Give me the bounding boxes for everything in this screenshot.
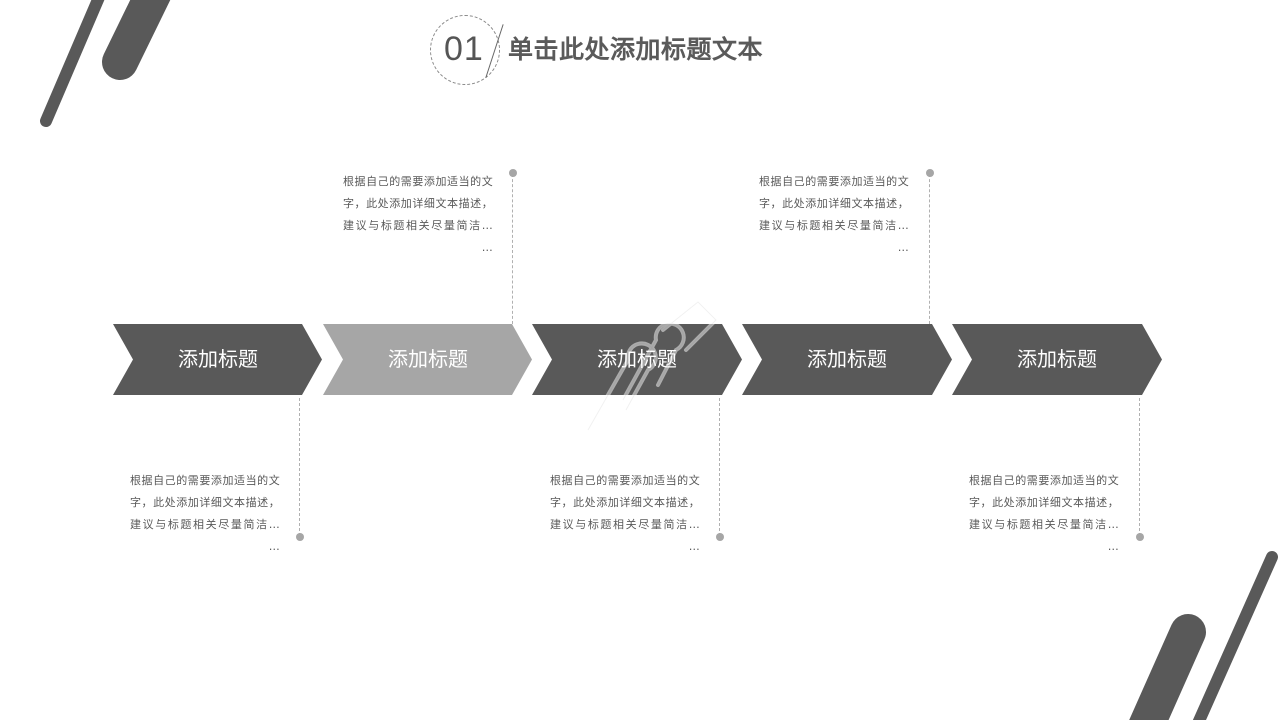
chevron-step-5[interactable] — [952, 324, 1162, 395]
step-4-connector — [929, 174, 930, 324]
chevron-step-1[interactable] — [113, 324, 322, 395]
step-3-description[interactable]: 根据自己的需要添加适当的文字，此处添加详细文本描述，建议与标题相关尽量简洁… … — [550, 474, 700, 553]
step-2-dot-icon — [509, 169, 517, 177]
chevron-step-3[interactable] — [532, 324, 742, 395]
step-3-connector — [719, 398, 720, 536]
step-3-dot-icon — [716, 533, 724, 541]
step-1-dot-icon — [296, 533, 304, 541]
step-1-connector — [299, 398, 300, 536]
step-2-connector — [512, 174, 513, 324]
title-number-circle — [430, 15, 500, 85]
step-4-dot-icon — [926, 169, 934, 177]
step-5-label[interactable]: 添加标题 — [1017, 347, 1097, 371]
step-1-label[interactable]: 添加标题 — [178, 347, 258, 371]
slide-title-block: 01 单击此处添加标题文本 — [430, 15, 810, 87]
title-number: 01 — [444, 30, 484, 68]
step-1-description[interactable]: 根据自己的需要添加适当的文字，此处添加详细文本描述，建议与标题相关尽量简洁… … — [130, 474, 280, 553]
step-2-description[interactable]: 根据自己的需要添加适当的文字，此处添加详细文本描述，建议与标题相关尽量简洁… … — [343, 175, 493, 254]
step-5-connector — [1139, 398, 1140, 536]
step-2-label[interactable]: 添加标题 — [388, 347, 468, 371]
step-3-label[interactable]: 添加标题 — [597, 347, 677, 371]
top-left-stripes-icon — [40, 0, 171, 127]
step-5-dot-icon — [1136, 533, 1144, 541]
step-4-label[interactable]: 添加标题 — [807, 347, 887, 371]
step-5-description[interactable]: 根据自己的需要添加适当的文字，此处添加详细文本描述，建议与标题相关尽量简洁… … — [969, 474, 1119, 553]
slide-title[interactable]: 单击此处添加标题文本 — [508, 35, 764, 64]
chevron-step-4[interactable] — [742, 324, 952, 395]
chevron-step-2[interactable] — [323, 324, 532, 395]
step-4-description[interactable]: 根据自己的需要添加适当的文字，此处添加详细文本描述，建议与标题相关尽量简洁… … — [759, 175, 909, 254]
